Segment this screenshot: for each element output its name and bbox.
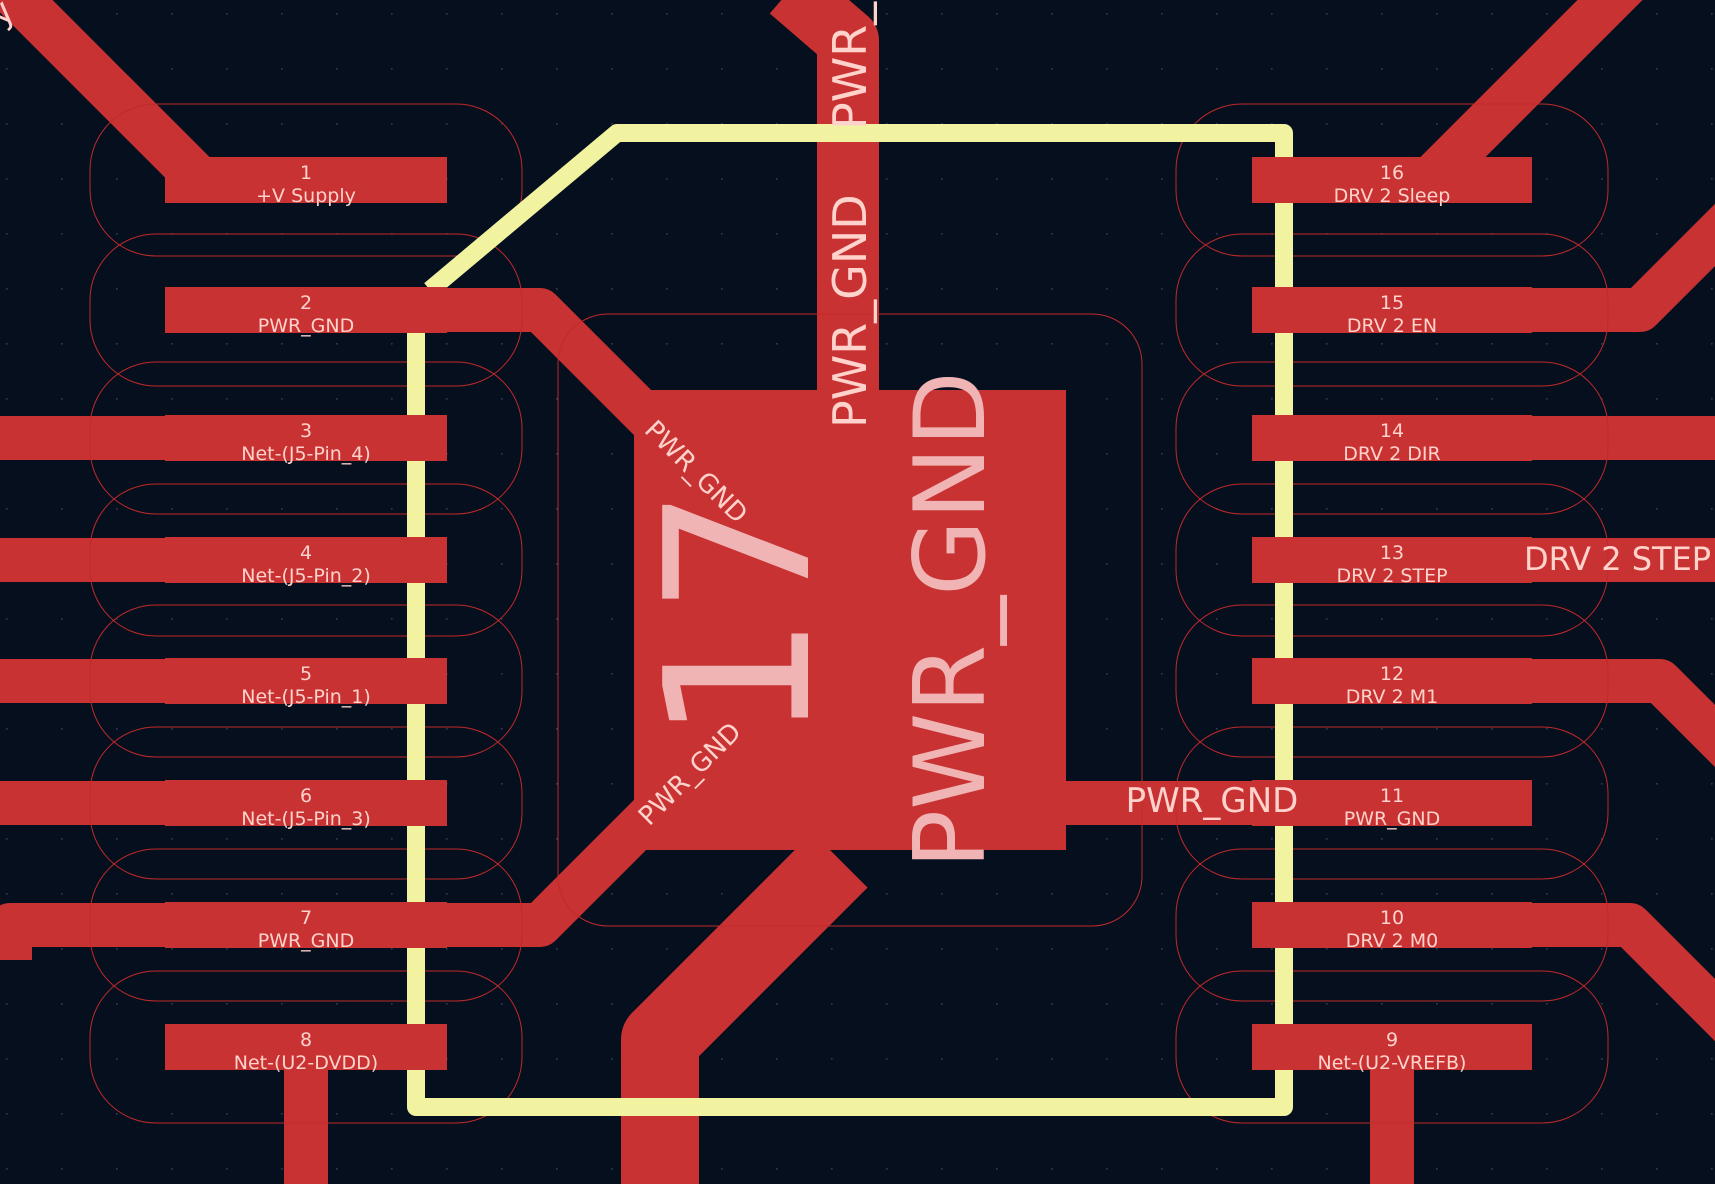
silkscreen-outline bbox=[407, 124, 1293, 1116]
pad-number: 16 bbox=[1380, 162, 1404, 184]
pad-clearance bbox=[89, 103, 523, 257]
pad-net-label: Net-(J5-Pin_4) bbox=[241, 443, 371, 465]
pad-clearance bbox=[89, 233, 523, 387]
pad-net-label: Net-(J5-Pin_1) bbox=[241, 686, 371, 708]
pad-number: 8 bbox=[300, 1029, 312, 1051]
pad-number: 1 bbox=[300, 162, 312, 184]
right-edge-track-label: DRV 2 STEP bbox=[1524, 540, 1711, 578]
pad-net-label: PWR_GND bbox=[258, 315, 355, 337]
left-pad-clearances bbox=[89, 103, 523, 1124]
pad-clearance bbox=[89, 848, 523, 1002]
pad-net-label: PWR_GND bbox=[1344, 808, 1441, 830]
center-pad-clearance bbox=[557, 313, 1143, 927]
pad-number: 11 bbox=[1380, 785, 1404, 807]
pad-clearance bbox=[1175, 726, 1609, 880]
pad-rect[interactable] bbox=[1252, 287, 1532, 333]
pad-clearance bbox=[1175, 848, 1609, 1002]
pad-number: 10 bbox=[1380, 907, 1404, 929]
track-bottom-wide[interactable] bbox=[621, 832, 868, 1184]
pad-number: 4 bbox=[300, 542, 312, 564]
pad-rect[interactable] bbox=[1252, 1024, 1532, 1070]
pad-clearance bbox=[1175, 970, 1609, 1124]
pad-clearance bbox=[89, 361, 523, 515]
pad-rect[interactable] bbox=[165, 658, 447, 704]
pad-net-label: PWR_GND bbox=[258, 930, 355, 952]
clearance-outlines bbox=[89, 103, 1609, 1124]
center-pad-number: 17 bbox=[623, 488, 856, 743]
left-pads: 1+V Supply2PWR_GND3Net-(J5-Pin_4)4Net-(J… bbox=[165, 157, 447, 1074]
pad-clearance bbox=[89, 604, 523, 758]
pad-net-label: DRV 2 STEP bbox=[1336, 565, 1447, 587]
pad-rect[interactable] bbox=[1252, 658, 1532, 704]
pad-number: 6 bbox=[300, 785, 312, 807]
pad-rect[interactable] bbox=[165, 415, 447, 461]
pad-net-label: DRV 2 Sleep bbox=[1334, 185, 1451, 207]
center-pad[interactable] bbox=[634, 390, 1066, 850]
pad-clearance bbox=[1175, 233, 1609, 387]
pad-number: 12 bbox=[1380, 663, 1404, 685]
track-top-vertical[interactable] bbox=[769, 0, 879, 400]
pad-clearance bbox=[89, 483, 523, 637]
center-pad-net-label: PWR_GND bbox=[894, 371, 1008, 869]
pad-number: 2 bbox=[300, 292, 312, 314]
top-vertical-track-label: PWR_GND bbox=[823, 194, 877, 428]
pad-rect[interactable] bbox=[165, 157, 447, 203]
pad-net-label: +V Supply bbox=[256, 185, 356, 207]
pad-number: 13 bbox=[1380, 542, 1404, 564]
pad-number: 14 bbox=[1380, 420, 1404, 442]
pad-number: 3 bbox=[300, 420, 312, 442]
pad-1[interactable]: 1+V Supply bbox=[165, 157, 447, 207]
pad-net-label: DRV 2 DIR bbox=[1343, 443, 1440, 465]
pad-number: 15 bbox=[1380, 292, 1404, 314]
pad-rect[interactable] bbox=[1252, 780, 1532, 826]
pad-net-label: DRV 2 M1 bbox=[1346, 686, 1438, 708]
pad-rect[interactable] bbox=[1252, 415, 1532, 461]
pad-number: 9 bbox=[1386, 1029, 1398, 1051]
pad-rect[interactable] bbox=[165, 1024, 447, 1070]
pad-rect[interactable] bbox=[1252, 157, 1532, 203]
pad-rect[interactable] bbox=[165, 780, 447, 826]
pad-rect[interactable] bbox=[1252, 902, 1532, 948]
right-horizontal-track-label: PWR_GND bbox=[1126, 781, 1299, 821]
pad-clearance bbox=[1175, 483, 1609, 637]
pad-rect[interactable] bbox=[165, 287, 447, 333]
pad-net-label: DRV 2 M0 bbox=[1346, 930, 1438, 952]
pad-rect[interactable] bbox=[165, 537, 447, 583]
pad-clearance bbox=[89, 726, 523, 880]
pad-net-label: DRV 2 EN bbox=[1347, 315, 1437, 337]
pad-rect[interactable] bbox=[1252, 537, 1532, 583]
top-edge-vertical-label: PWR_ bbox=[823, 1, 877, 130]
pad-clearance bbox=[89, 970, 523, 1124]
pad-rect[interactable] bbox=[165, 902, 447, 948]
right-pad-clearances bbox=[1175, 103, 1609, 1124]
pad-net-label: Net-(J5-Pin_3) bbox=[241, 808, 371, 830]
pad-clearance bbox=[1175, 103, 1609, 257]
pad-net-label: Net-(J5-Pin_2) bbox=[241, 565, 371, 587]
pad-net-label: Net-(U2-DVDD) bbox=[234, 1052, 378, 1074]
pad-number: 5 bbox=[300, 663, 312, 685]
pad-clearance bbox=[1175, 361, 1609, 515]
pad-net-label: Net-(U2-VREFB) bbox=[1318, 1052, 1467, 1074]
pad-clearance bbox=[1175, 604, 1609, 758]
pad-number: 7 bbox=[300, 907, 312, 929]
